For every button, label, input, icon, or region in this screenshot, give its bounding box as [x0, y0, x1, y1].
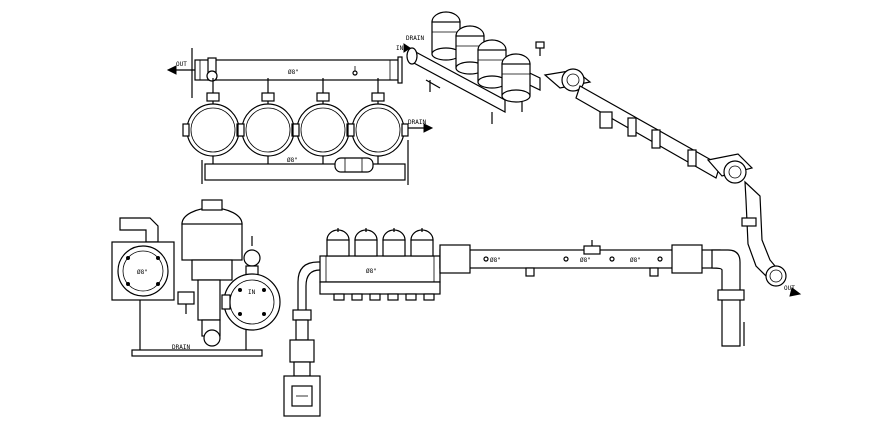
front-pipe-label-2: Ø8" — [580, 257, 591, 264]
side-drain-label: DRAIN — [172, 344, 190, 351]
side-outlet-flange — [111, 241, 175, 301]
out-label: OUT — [176, 61, 187, 68]
front-view: Ø8" — [283, 228, 745, 417]
side-flange-label: Ø8" — [137, 269, 148, 276]
top-header-pipe — [191, 48, 403, 98]
front-filter-1 — [326, 228, 350, 257]
side-valve — [177, 291, 195, 314]
side-filter-tank — [181, 199, 243, 347]
drain-label: DRAIN — [408, 119, 426, 126]
front-drain-valves — [333, 293, 435, 301]
iso-in-arrow — [403, 43, 411, 53]
out-arrow — [166, 65, 195, 75]
filter-unit-plan-3 — [292, 78, 354, 164]
top-pipe-diameter-label: Ø8" — [288, 69, 299, 76]
bottom-collector-pipe — [201, 140, 409, 185]
front-manifold-label: Ø8" — [366, 268, 377, 275]
iso-out-label: OUT — [784, 285, 795, 292]
isometric-view: DRAIN IN — [396, 11, 802, 297]
front-main-pipe — [439, 240, 721, 277]
side-gauge — [243, 236, 261, 281]
side-inlet-flange — [221, 273, 281, 331]
iso-filter-1 — [431, 11, 461, 61]
front-pipe-label-1: Ø8" — [490, 257, 501, 264]
front-manifold — [319, 255, 441, 295]
iso-main-pipe — [543, 68, 787, 287]
iso-filter-4 — [501, 53, 531, 103]
front-right-riser — [711, 249, 745, 347]
front-filter-4 — [410, 228, 434, 257]
front-filter-2 — [354, 228, 378, 257]
iso-in-label: IN — [396, 45, 404, 52]
top-view-plan: OUT Ø8" Ø8" DRAIN — [166, 48, 434, 185]
side-outlet-elbow — [119, 217, 159, 243]
iso-small-valve — [535, 41, 545, 56]
filter-unit-plan-4 — [347, 78, 409, 164]
iso-filter-3 — [477, 39, 507, 89]
bottom-pipe-diameter-label: Ø8" — [287, 157, 298, 164]
side-view: DRAIN Ø8" — [111, 199, 281, 357]
side-in-label: IN — [248, 289, 256, 296]
iso-out-arrow — [789, 287, 802, 297]
filter-unit-plan-2 — [237, 78, 299, 164]
iso-drain-label: DRAIN — [406, 35, 424, 42]
front-pipe-label-3: Ø8" — [630, 257, 641, 264]
pump-motor — [283, 375, 321, 417]
skid-base — [131, 349, 263, 357]
front-filter-3 — [382, 228, 406, 257]
